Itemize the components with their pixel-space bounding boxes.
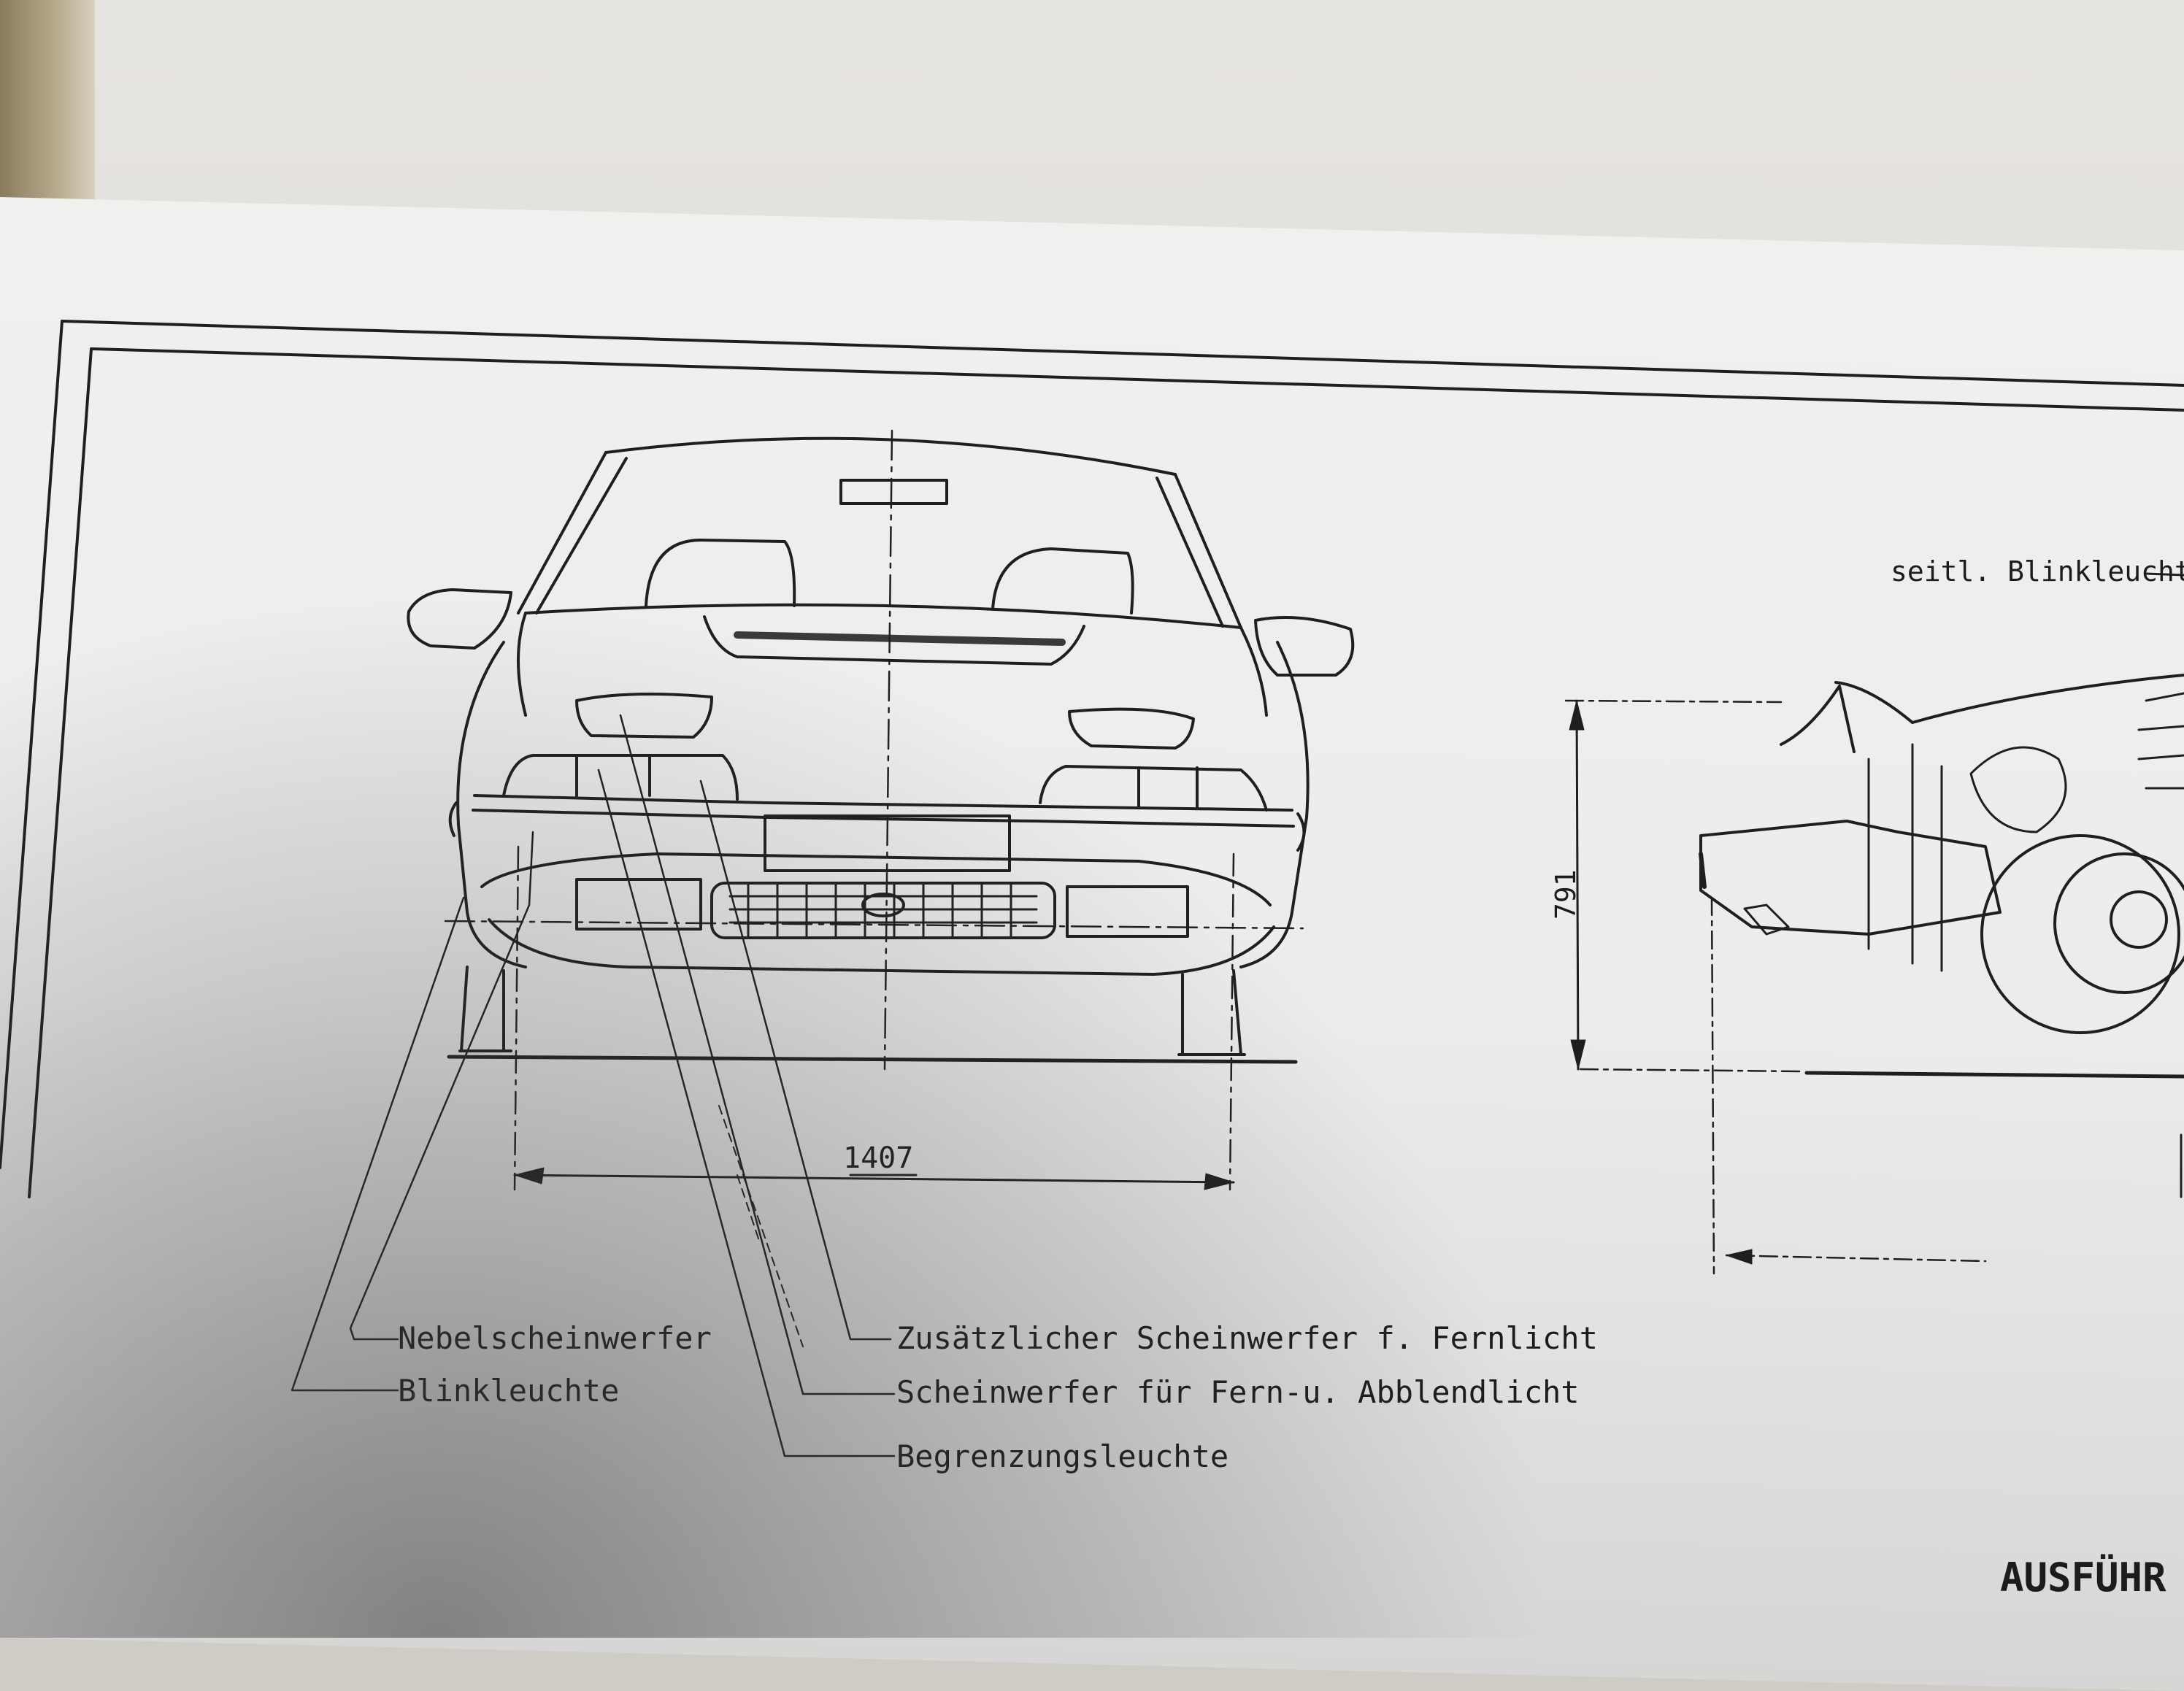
- frame-left-inner: [28, 347, 93, 1198]
- leader-nebel: [349, 831, 534, 1341]
- frame-left-outer: [0, 320, 64, 1169]
- car-front-view: [407, 436, 1355, 1064]
- dim-791-label: 791: [1550, 869, 1582, 920]
- dim-1407-label: 1407: [843, 1141, 913, 1175]
- dim-1407-arrow-left: [514, 1167, 545, 1185]
- dim-1407-ext-left: [513, 845, 520, 1191]
- dim-791-ext-top: [1564, 699, 1783, 704]
- label-position-light: Begrenzungsleuchte: [896, 1438, 1228, 1474]
- label-additional-headlight: Zusätzlicher Scheinwerfer f. Fernlicht: [896, 1320, 1598, 1356]
- label-indicator: Blinkleuchte: [398, 1373, 619, 1409]
- car-side-view: [1699, 674, 2184, 1079]
- label-fog-light: Nebelscheinwerfer: [398, 1320, 712, 1356]
- dim-791-arrow-bottom: [1570, 1039, 1586, 1070]
- dim-791-arrow-top: [1569, 700, 1585, 731]
- leader-blink: [291, 896, 465, 1392]
- center-axis: [883, 429, 893, 1071]
- footer-title-partial: AUSFÜHR: [2000, 1555, 2166, 1601]
- dim-1407-ext-right: [1228, 852, 1235, 1191]
- dim-lower-right: [1710, 896, 1987, 1275]
- dim-791-ext-bottom: [1579, 1068, 1804, 1073]
- label-side-indicator: seitl. Blinkleuchte: [1891, 555, 2184, 588]
- label-main-headlight: Scheinwerfer für Fern-u. Abblendlicht: [896, 1374, 1580, 1410]
- frame-outer-line: [61, 320, 2184, 387]
- frame-inner-line: [90, 347, 2184, 412]
- technical-drawing: 1407 791 seitl. Blinkleuchte Nebelschein…: [0, 320, 2184, 1601]
